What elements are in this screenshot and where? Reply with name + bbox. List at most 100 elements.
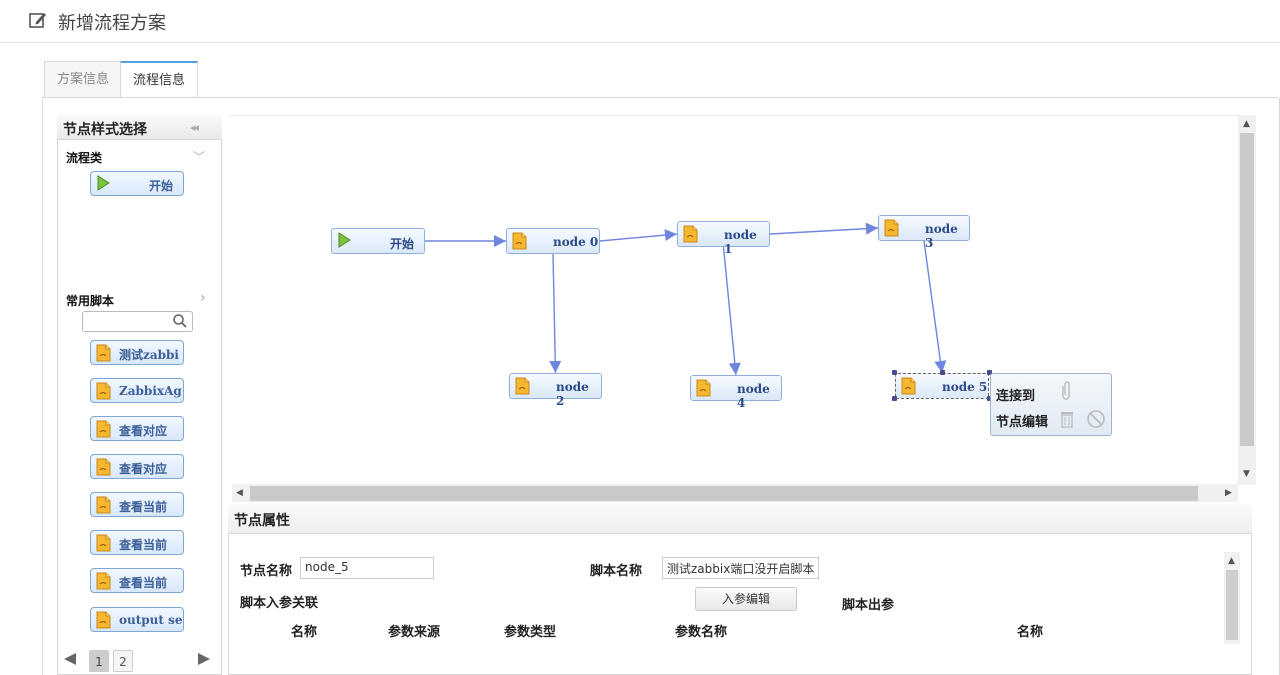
column-param-source: 参数来源 [388,625,441,640]
tab-flow-info[interactable]: 流程信息 [120,61,199,98]
flow-node-n4[interactable]: node 4 [690,375,782,410]
script-icon [96,496,111,514]
flow-node-start[interactable]: 开始 [331,228,425,254]
flow-node-label: node 0 [553,235,599,249]
selection-handle[interactable] [987,370,992,375]
flow-edge[interactable] [599,233,678,242]
chevron-right-icon[interactable]: › [200,290,206,306]
flow-edge[interactable] [769,227,879,235]
palette-item-start[interactable]: 开始 [90,171,184,196]
node-name-label: 节点名称 [240,564,293,579]
section-scripts-label[interactable]: 常用脚本 [66,294,115,308]
connect-to-item[interactable]: 连接到 [996,389,1036,404]
scroll-right-icon[interactable]: ▶ [1225,488,1232,498]
script-icon [96,534,111,552]
flow-node-n5[interactable]: node 5 [895,373,989,399]
paperclip-icon[interactable] [1058,380,1074,402]
node-edit-item[interactable]: 节点编辑 [996,415,1049,430]
chevron-down-icon[interactable]: ﹀ [193,150,206,164]
edit-params-button[interactable]: 入参编辑 [695,587,797,611]
arrowhead-icon [549,360,562,373]
palette-header [57,115,222,140]
section-flow-label[interactable]: 流程类 [66,151,103,165]
edit-icon [29,13,46,28]
flow-node-label: node 3 [925,222,958,250]
search-icon[interactable] [172,313,188,329]
output-params-label: 脚本出参 [842,598,895,613]
properties-title: 节点属性 [234,513,290,529]
selection-handle[interactable] [940,370,945,375]
flow-edge[interactable] [552,253,557,374]
trash-icon[interactable] [1059,410,1075,428]
script-icon [515,377,530,395]
play-icon [338,232,351,248]
palette-search-input[interactable] [82,311,193,332]
palette-item-label: 查看对应 [119,424,168,438]
page-header [0,0,1280,43]
flow-node-n2[interactable]: node 2 [509,373,602,408]
column-param-type: 参数类型 [504,625,557,640]
tab-scheme-info[interactable]: 方案信息 [44,61,123,97]
column-name: 名称 [291,625,318,640]
node-name-field[interactable]: node_5 [300,557,434,579]
arrowhead-icon [664,229,677,242]
input-assoc-label: 脚本入参关联 [240,596,319,611]
script-icon [96,382,111,400]
flow-node-label: node 2 [556,380,589,408]
collapse-icon[interactable]: ◂◂ [190,121,199,134]
flow-node-label: 开始 [390,237,415,251]
palette-item-script[interactable]: 查看当前 [90,568,184,593]
canvas-vertical-scroll-thumb[interactable] [1240,133,1254,446]
flow-node-n0[interactable]: node 0 [506,228,600,254]
properties-scroll-up-icon[interactable]: ▲ [1228,556,1235,566]
palette-item-script[interactable]: 查看当前 [90,530,184,555]
palette-item-label: 查看当前 [119,500,168,514]
palette-item-script[interactable]: 查看对应 [90,454,184,479]
flow-edge[interactable] [722,246,737,376]
script-icon [96,572,111,590]
properties-header [228,504,1252,534]
palette-item-script[interactable]: output se [90,607,184,632]
pager-prev-button[interactable] [62,651,78,671]
page-1-button[interactable]: 1 [89,650,109,672]
script-icon [683,225,698,243]
arrowhead-icon [728,362,741,375]
palette-item-label: ZabbixAg [119,384,182,398]
scroll-down-icon[interactable]: ▼ [1243,469,1250,479]
script-icon [96,420,111,438]
scroll-up-icon[interactable]: ▲ [1243,119,1250,129]
palette-item-script[interactable]: 查看对应 [90,416,184,441]
flow-canvas[interactable] [228,115,1256,504]
selection-handle[interactable] [987,396,992,401]
column-output-name: 名称 [1017,625,1044,640]
canvas-horizontal-scroll-thumb[interactable] [250,486,1198,501]
script-icon [96,611,111,629]
flow-edge[interactable] [923,240,943,374]
palette-item-script[interactable]: 查看当前 [90,492,184,517]
flow-node-n1[interactable]: node 1 [677,221,770,256]
palette-item-label: 查看当前 [119,576,168,590]
script-icon [512,232,527,250]
script-name-field[interactable]: 测试zabbix端口没开启脚本 [662,557,819,579]
page-2-button[interactable]: 2 [113,650,133,672]
flow-node-n3[interactable]: node 3 [878,215,970,250]
disable-icon[interactable] [1086,409,1106,429]
triangle-left-icon [64,653,76,665]
arrowhead-icon [494,235,506,247]
palette-item-label: 查看对应 [119,462,168,476]
palette-item-script[interactable]: 测试zabbi [90,340,184,365]
palette-item-label: 测试zabbi [119,348,179,362]
selection-handle[interactable] [892,370,897,375]
palette-item-label: 开始 [149,179,174,193]
selection-handle[interactable] [892,396,897,401]
pager-next-button[interactable] [196,651,212,671]
scroll-left-icon[interactable]: ◀ [236,488,243,498]
script-icon [96,344,111,362]
play-icon [97,175,110,191]
palette-item-script[interactable]: ZabbixAg [90,378,184,403]
arrowhead-icon [865,222,878,235]
column-param-name: 参数名称 [675,625,728,640]
properties-scroll-thumb[interactable] [1226,570,1238,640]
page-title: 新增流程方案 [58,13,166,34]
